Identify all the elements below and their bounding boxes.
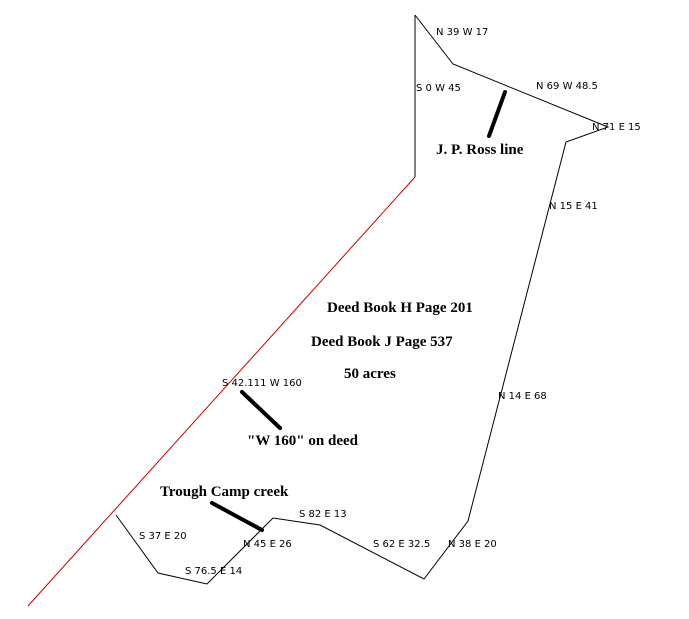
pointer-creek [210,501,264,532]
call-label: S 62 E 32.5 [373,539,430,550]
call-label: S 37 E 20 [139,531,187,542]
adjoining-red-line [27,176,416,607]
boundary-line [115,14,610,585]
call-label: N 38 E 20 [448,539,497,550]
call-label: N 15 E 41 [549,201,598,212]
call-label: S 42.111 W 160 [222,378,302,389]
pointer-w160 [240,390,282,430]
w160-note: "W 160" on deed [247,433,359,449]
call-label: N 71 E 15 [592,122,641,133]
call-label: S 76.5 E 14 [185,566,242,577]
ross-line-note: J. P. Ross line [436,142,524,158]
deed-book-j-note: Deed Book J Page 537 [311,334,453,350]
acres-note: 50 acres [344,366,396,382]
call-label: N 69 W 48.5 [536,81,598,92]
call-label: S 0 W 45 [416,83,461,94]
pointer-ross-line [487,90,507,138]
creek-note: Trough Camp creek [160,484,289,500]
call-label: S 82 E 13 [299,509,347,520]
deed-book-h-note: Deed Book H Page 201 [327,300,473,316]
call-label: N 14 E 68 [498,391,547,402]
call-label: N 45 E 26 [243,539,292,550]
call-label: N 39 W 17 [436,27,488,38]
